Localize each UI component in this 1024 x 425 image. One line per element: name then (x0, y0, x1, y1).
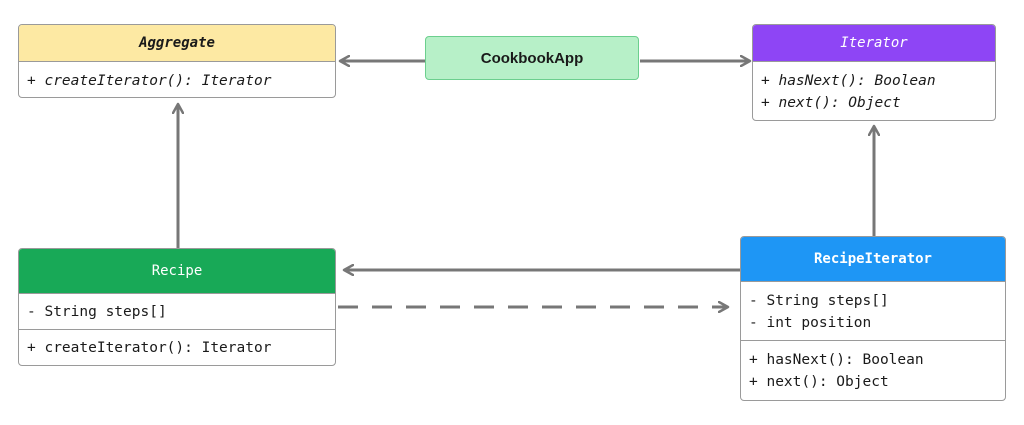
aggregate-class-header: Aggregate (19, 25, 335, 61)
recipe-attributes: - String steps[] (19, 293, 335, 329)
recipe-iterator-class-box[interactable]: RecipeIterator - String steps[] - int po… (740, 236, 1006, 401)
iterator-interface-box[interactable]: Iterator + hasNext(): Boolean + next(): … (752, 24, 996, 121)
iterator-interface-name: Iterator (840, 35, 908, 51)
recipe-iterator-method-next: + next(): Object (749, 374, 889, 390)
recipe-method-create-iterator: + createIterator(): Iterator (27, 340, 272, 356)
recipe-attribute-steps: - String steps[] (27, 304, 167, 320)
cookbook-app-label: CookbookApp (480, 49, 584, 67)
iterator-methods: + hasNext(): Boolean + next(): Object (753, 61, 995, 120)
recipe-iterator-attribute-position: - int position (749, 315, 872, 331)
recipe-iterator-attribute-steps: - String steps[] (749, 293, 889, 309)
recipe-iterator-methods: + hasNext(): Boolean + next(): Object (741, 340, 1005, 399)
aggregate-class-name: Aggregate (139, 35, 215, 51)
recipe-class-header: Recipe (19, 249, 335, 293)
recipe-iterator-method-has-next: + hasNext(): Boolean (749, 352, 924, 368)
aggregate-class-box[interactable]: Aggregate + createIterator(): Iterator (18, 24, 336, 98)
iterator-interface-header: Iterator (753, 25, 995, 61)
iterator-method-has-next: + hasNext(): Boolean (761, 73, 936, 89)
iterator-method-next: + next(): Object (761, 95, 901, 111)
recipe-class-name: Recipe (151, 263, 203, 279)
recipe-class-box[interactable]: Recipe - String steps[] + createIterator… (18, 248, 336, 366)
recipe-iterator-class-name: RecipeIterator (813, 251, 932, 267)
cookbook-app-node[interactable]: CookbookApp (425, 36, 639, 80)
aggregate-methods: + createIterator(): Iterator (19, 61, 335, 97)
recipe-iterator-class-header: RecipeIterator (741, 237, 1005, 281)
aggregate-method-create-iterator: + createIterator(): Iterator (27, 73, 272, 89)
recipe-methods: + createIterator(): Iterator (19, 329, 335, 365)
recipe-iterator-attributes: - String steps[] - int position (741, 281, 1005, 340)
